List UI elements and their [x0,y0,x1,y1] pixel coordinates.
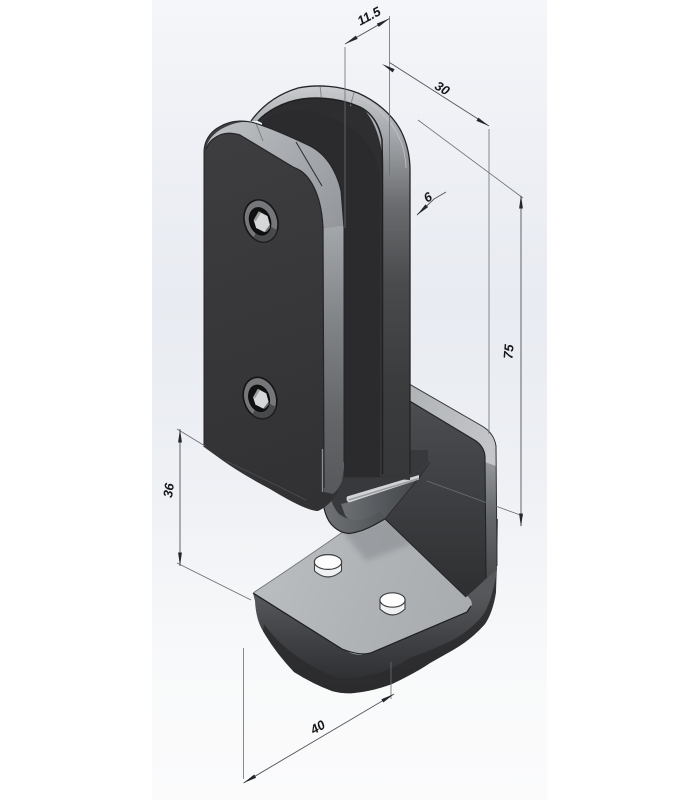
svg-text:36: 36 [160,481,177,498]
svg-text:75: 75 [500,343,516,359]
svg-text:40: 40 [307,717,329,738]
